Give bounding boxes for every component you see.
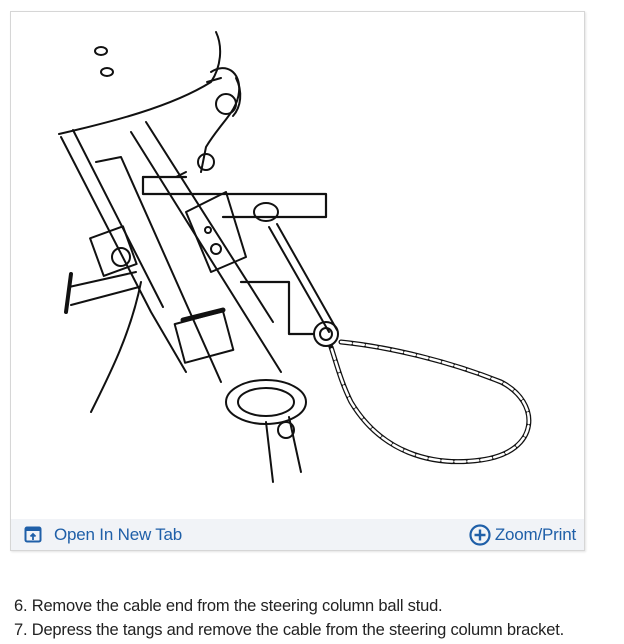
plus-circle-icon <box>469 523 491 546</box>
zoom-print-button[interactable]: Zoom/Print <box>469 519 576 550</box>
figure-toolbar: Open In New Tab Zoom/Print <box>11 519 584 550</box>
open-in-new-tab-button[interactable]: Open In New Tab <box>24 519 182 550</box>
zoom-print-label: Zoom/Print <box>494 524 576 544</box>
open-in-new-tab-icon <box>24 526 42 543</box>
step-item: 7. Depress the tangs and remove the cabl… <box>14 621 564 639</box>
figure-container: Open In New Tab Zoom/Print <box>10 11 585 551</box>
steering-column-illustration <box>58 31 532 483</box>
open-in-new-tab-label: Open In New Tab <box>54 524 183 544</box>
instruction-steps: 6. Remove the cable end from the steerin… <box>14 594 564 642</box>
step-item: 6. Remove the cable end from the steerin… <box>14 597 443 615</box>
